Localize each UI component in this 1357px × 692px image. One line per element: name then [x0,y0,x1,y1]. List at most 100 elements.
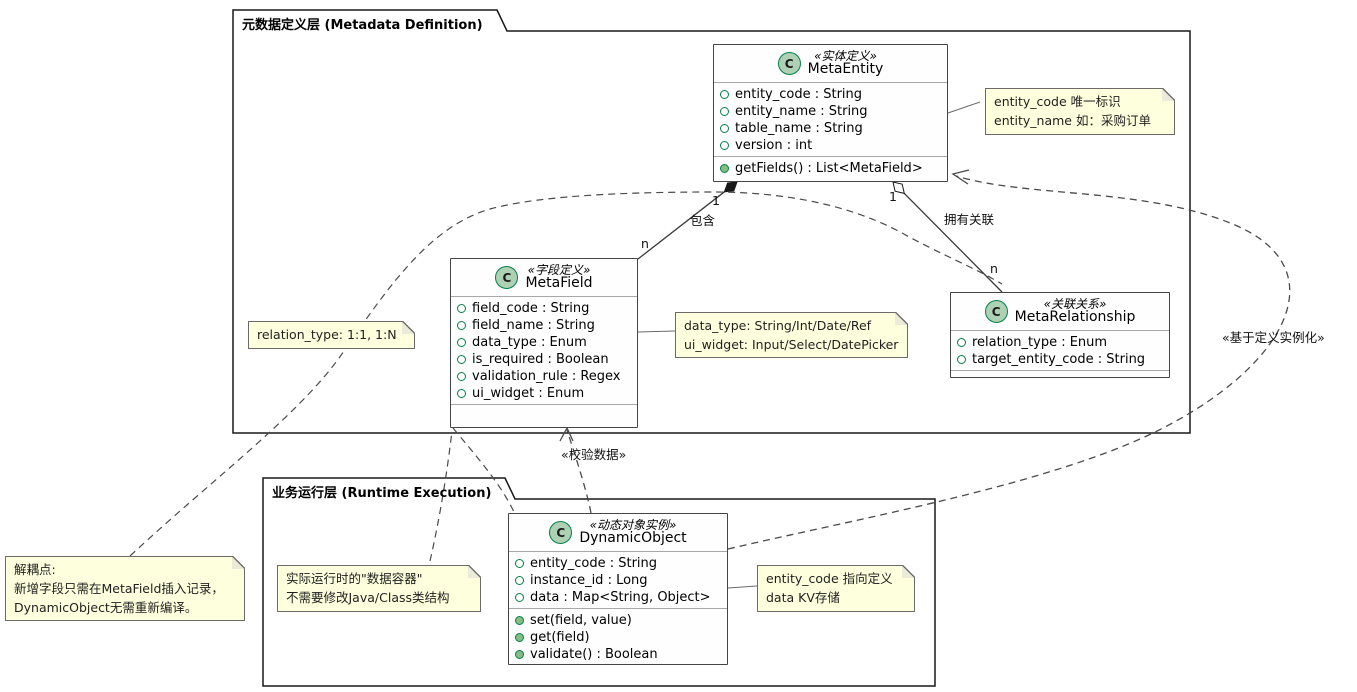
attributes-compartment: field_code : String field_name : String … [451,297,637,404]
attribute-text: data_type : Enum [472,335,587,350]
note-entity-code: entity_code 唯一标识 entity_name 如：采购订单 [985,88,1175,135]
note-fold-icon [402,321,415,334]
class-icon: C [549,521,573,544]
field-visibility-icon [720,124,729,133]
note-link-runtime-container [429,430,453,562]
composition-diamond-icon [723,181,738,193]
class-stereotype: «字段定义» [527,262,591,277]
method-row: get(field) [515,629,721,646]
edge-label-instantiate: «基于定义实例化» [1222,330,1325,345]
note-line: ui_widget: Input/Select/DatePicker [684,337,899,352]
methods-compartment: set(field, value) get(field) validate() … [509,608,727,665]
attribute-text: field_name : String [472,318,595,333]
note-line: data KV存储 [766,590,840,605]
note-line: entity_code 指向定义 [766,571,893,586]
attribute-row: relation_type : Enum [957,334,1163,351]
note-link-metafield-dynamicobject [452,427,515,513]
attribute-row: data : Map<String, Object> [515,589,721,606]
note-runtime-container: 实际运行时的"数据容器" 不需要修改Java/Class类结构 [277,565,481,612]
field-visibility-icon [515,576,524,585]
method-row: set(field, value) [515,612,721,629]
note-fold-icon [232,556,245,569]
dependency-arrowhead-instantiate-icon [951,169,970,185]
note-link-decouple [129,191,1003,557]
package-title-runtime: 业务运行层 (Runtime Execution) [272,486,492,501]
attribute-text: target_entity_code : String [972,352,1146,367]
field-visibility-icon [457,389,466,398]
class-stereotype: «动态对象实例» [589,517,677,532]
multiplicity-has-relation-n: n [990,261,998,276]
field-visibility-icon [457,338,466,347]
attribute-row: ui_widget : Enum [457,385,631,402]
method-row: validate() : Boolean [515,646,721,663]
attribute-text: entity_code : String [530,556,658,571]
class-icon: C [984,300,1008,323]
dependency-edge-instantiate [727,175,1291,550]
attribute-row: instance_id : Long [515,572,721,589]
attribute-row: target_entity_code : String [957,351,1163,368]
attribute-row: field_name : String [457,317,631,334]
note-fold-icon [468,565,481,578]
note-fold-icon [895,312,908,325]
multiplicity-has-relation-one: 1 [889,189,897,204]
attribute-text: instance_id : Long [530,573,648,588]
class-box-metafield: C «字段定义» MetaField field_code : String f… [450,258,638,428]
note-relation-type: relation_type: 1:1, 1:N [248,321,415,349]
field-visibility-icon [720,141,729,150]
attribute-text: entity_name : String [735,104,868,119]
field-visibility-icon [457,355,466,364]
method-visibility-icon [515,616,524,625]
edge-label-contains: 包含 [690,213,716,228]
package-title-metadata: 元数据定义层 (Metadata Definition) [242,18,483,33]
method-text: get(field) [530,630,590,645]
class-name: MetaRelationship [1014,309,1136,326]
class-stereotype: «关联关系» [1043,296,1107,311]
attribute-row: entity_name : String [720,103,941,120]
note-line: 实际运行时的"数据容器" [286,571,423,586]
method-text: validate() : Boolean [530,647,658,662]
attribute-text: version : int [735,138,813,153]
note-line: 新增字段只需在MetaField插入记录， [14,581,224,596]
note-connector-kv [727,585,758,589]
attribute-text: relation_type : Enum [972,335,1108,350]
field-visibility-icon [515,593,524,602]
attributes-compartment: relation_type : Enum target_entity_code … [951,331,1169,370]
attributes-compartment: entity_code : String entity_name : Strin… [714,83,947,156]
method-visibility-icon [515,650,524,659]
attribute-row: validation_rule : Regex [457,368,631,385]
class-icon: C [777,52,801,75]
field-visibility-icon [720,90,729,99]
edge-label-validate: «校验数据» [561,447,627,462]
method-text: getFields() : List<MetaField> [735,161,923,176]
field-visibility-icon [957,338,966,347]
dependency-arrowhead-validate-icon [559,426,574,442]
dependency-edge-validate [566,429,592,514]
note-fold-icon [1162,88,1175,101]
attribute-row: data_type : Enum [457,334,631,351]
method-visibility-icon [515,633,524,642]
class-header: C «关联关系» MetaRelationship [951,293,1169,331]
package-frame-metadata [232,9,1191,434]
methods-compartment: getFields() : List<MetaField> [714,156,947,179]
field-visibility-icon [515,559,524,568]
field-visibility-icon [457,321,466,330]
class-header: C «动态对象实例» DynamicObject [509,514,727,552]
class-icon: C [495,266,519,289]
class-name: MetaEntity [807,61,884,78]
method-text: set(field, value) [530,613,632,628]
attribute-text: data : Map<String, Object> [530,590,711,605]
note-line: entity_name 如：采购订单 [994,113,1151,128]
attribute-row: version : int [720,137,941,154]
aggregation-edge-has-relation [903,192,1003,293]
note-line: 不需要修改Java/Class类结构 [286,590,450,605]
class-box-metaentity: C «实体定义» MetaEntity entity_code : String… [713,44,948,182]
note-line: 解耦点: [14,562,56,577]
attribute-row: table_name : String [720,120,941,137]
field-visibility-icon [957,355,966,364]
attribute-row: entity_code : String [515,555,721,572]
multiplicity-contains-one: 1 [712,193,720,208]
note-kv-storage: entity_code 指向定义 data KV存储 [757,565,915,612]
methods-compartment-empty [451,404,637,418]
